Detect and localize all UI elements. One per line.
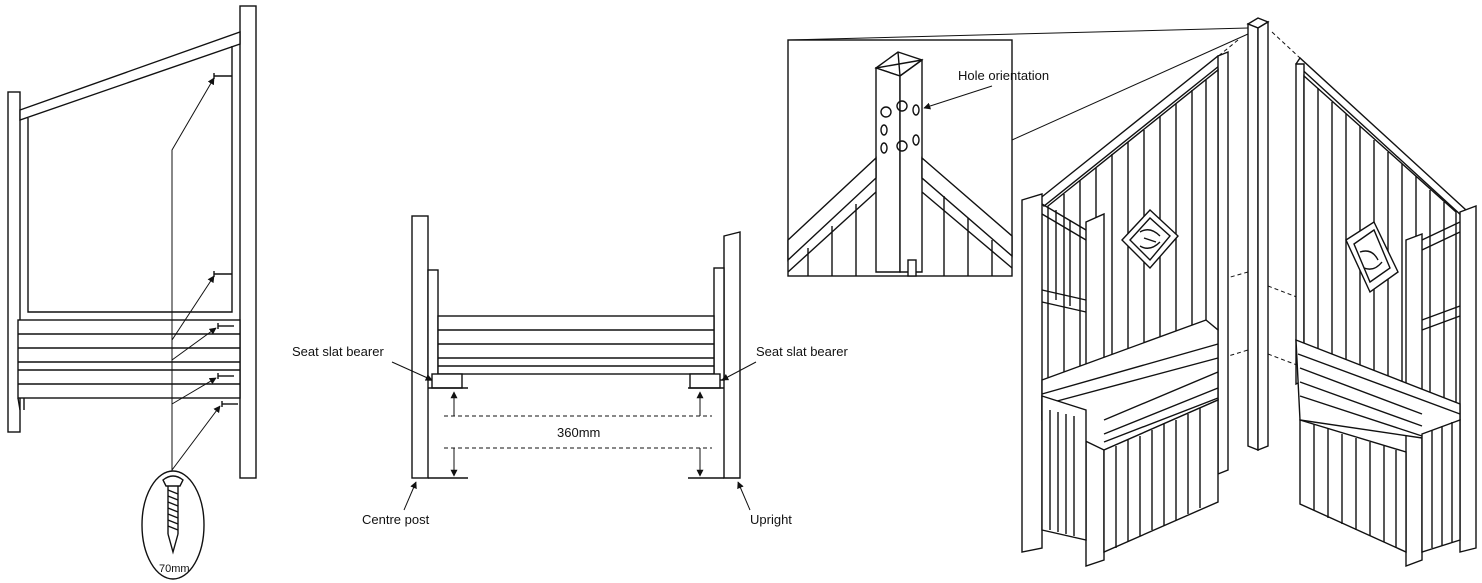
right-post [239,5,257,479]
right-plaque [1345,220,1399,294]
screw-length-label: 70mm [159,563,190,575]
assembly-centre-post [1246,17,1270,452]
centre-post [411,215,429,479]
hole-detail-inset [787,39,1013,277]
dimension-label: 360mm [557,425,600,440]
seat-block [17,319,241,399]
hole-orientation-label: Hole orientation [958,68,1049,83]
side-panel-figure: 70mm [7,5,257,580]
right-arbour-half [1295,56,1477,568]
left-arbour-half [1021,50,1229,567]
corner-assembly-figure: Hole orientation [787,17,1477,568]
screw-callout: 70mm [141,470,205,580]
seat-bearer-figure: 360mm Seat slat bearer Seat slat bearer … [292,215,848,527]
centre-post-label: Centre post [362,512,430,527]
left-plaque [1121,209,1179,270]
screw-pointers [171,77,221,474]
upright-label: Upright [750,512,792,527]
upright [723,231,741,479]
frame-inner [27,46,233,313]
seat-slat-bearer-right-label: Seat slat bearer [756,344,848,359]
seat-slat-bearer-left-label: Seat slat bearer [292,344,384,359]
left-post [7,91,21,433]
bearer-left [431,373,463,389]
top-rail [19,31,241,121]
bearer-right [689,373,721,389]
